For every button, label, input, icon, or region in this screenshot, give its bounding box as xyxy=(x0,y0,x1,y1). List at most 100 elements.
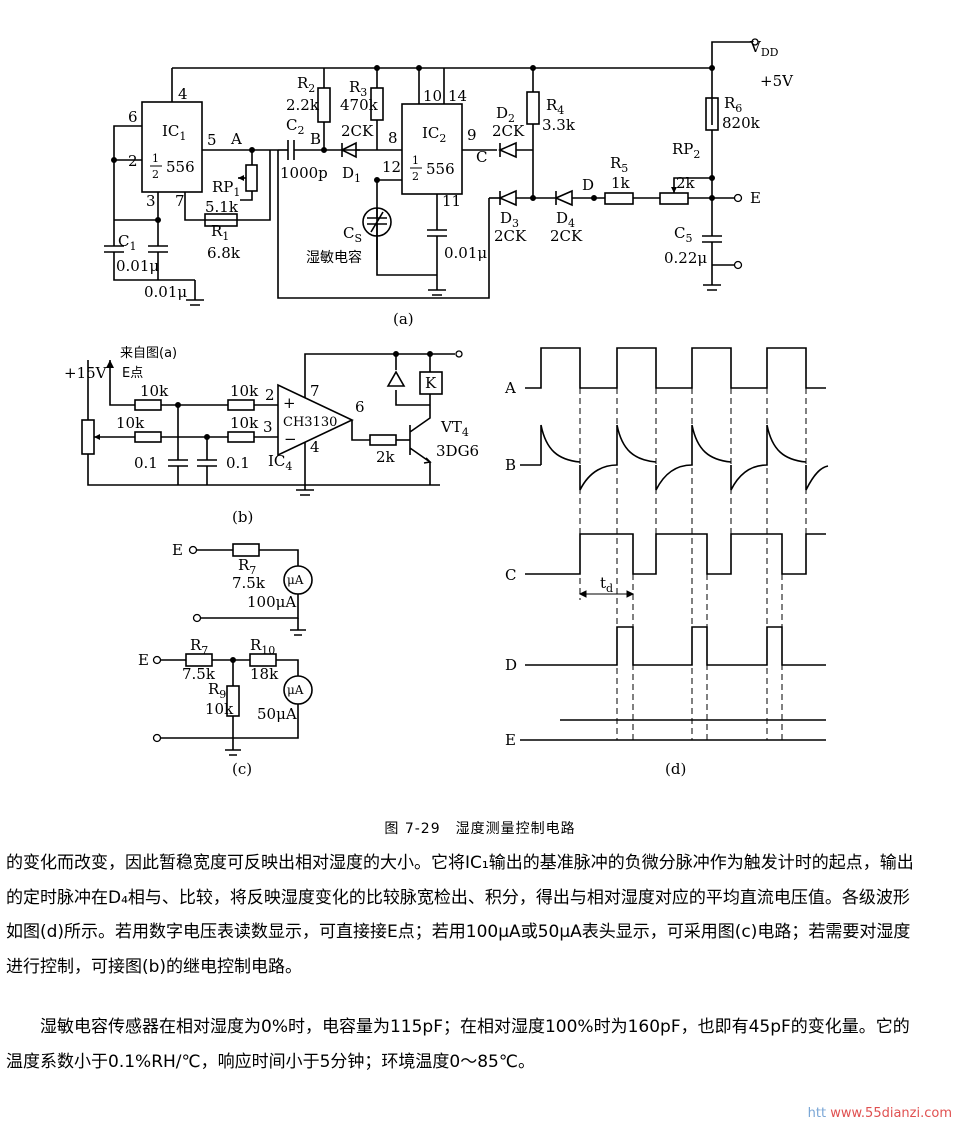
node-c-label: C xyxy=(476,148,487,166)
node-d-label: D xyxy=(582,176,594,194)
wiper-arrow-icon xyxy=(671,187,677,193)
junction-dot xyxy=(530,65,536,71)
junction-dot xyxy=(249,147,255,153)
b-r-value: 10k xyxy=(116,414,145,432)
c2-value: 1000p xyxy=(280,164,328,182)
junction-dot xyxy=(155,217,161,223)
ic2-label: IC2 xyxy=(422,124,446,145)
pin-label: 7 xyxy=(175,192,185,210)
c-e-label: E xyxy=(172,541,183,559)
c2-e-terminal xyxy=(152,655,162,665)
cs-description: 湿敏电容 xyxy=(306,249,362,266)
wave-a-label: A xyxy=(504,379,516,397)
junction-dot xyxy=(111,157,117,163)
junction-dot xyxy=(709,65,715,71)
vdd-label: VDD xyxy=(749,38,779,59)
ic4-label: IC4 xyxy=(268,452,292,473)
half-num: 1 xyxy=(152,152,159,165)
pin-label: 9 xyxy=(467,126,477,144)
b-pin: 2 xyxy=(265,386,275,404)
c5-terminal xyxy=(733,260,743,270)
b-pin: 4 xyxy=(310,438,320,456)
chip-label: 556 xyxy=(166,158,195,176)
pin-label: 3 xyxy=(146,192,156,210)
d4-type: 2CK xyxy=(550,227,583,245)
wave-c-label: C xyxy=(505,566,516,584)
b-source-point: E点 xyxy=(122,366,143,381)
pin-label: 4 xyxy=(178,85,188,103)
junction-dot xyxy=(393,351,399,357)
junction-dot xyxy=(709,175,715,181)
c3-value: 0.01μ xyxy=(444,244,487,262)
watermark: htt www.55dianzi.com xyxy=(807,1106,952,1121)
half-den: 2 xyxy=(412,170,419,183)
r6-value: 820k xyxy=(722,114,761,132)
cs-label: CS xyxy=(343,224,362,245)
pin-label: 8 xyxy=(388,129,398,147)
circuit-figure: VDD +5V IC1 1 2 556 IC2 1 2 556 4 6 2 3 … xyxy=(64,38,829,778)
c5-value: 0.22μ xyxy=(664,249,707,267)
junction-dot xyxy=(530,195,536,201)
rp2-label: RP2 xyxy=(672,140,700,161)
c2-e-label: E xyxy=(138,651,149,669)
microammeter-icon: μA xyxy=(287,683,304,697)
r9-value: 10k xyxy=(205,700,234,718)
body-paragraph-2: 湿敏电容传感器在相对湿度为0%时，电容量为115pF；在相对湿度100%时为16… xyxy=(6,1017,910,1072)
meter2-value: 50μA xyxy=(257,705,297,723)
junction-dot xyxy=(321,147,327,153)
half-den: 2 xyxy=(152,168,159,181)
sub-a-label: (a) xyxy=(393,310,414,328)
r1-label: R1 xyxy=(211,222,229,243)
r7-label: R7 xyxy=(238,556,256,577)
junction-dot xyxy=(427,351,433,357)
vt4-label: VT4 xyxy=(440,418,469,439)
node-a-label: A xyxy=(230,130,242,148)
wave-d-label: D xyxy=(505,656,517,674)
wiper-arrow-icon xyxy=(94,434,100,440)
r2-value: 2.2k xyxy=(286,96,320,114)
d2-label: D2 xyxy=(496,104,515,125)
d1-label: D1 xyxy=(342,164,361,185)
supply-label: +5V xyxy=(760,72,794,90)
node-b-label: B xyxy=(310,130,321,148)
ic1-label: IC1 xyxy=(162,122,186,143)
d4-label: D4 xyxy=(556,209,575,230)
junction-dot xyxy=(374,65,380,71)
e-terminal xyxy=(733,193,743,203)
opamp-minus: − xyxy=(284,430,297,448)
junction-dot xyxy=(591,195,597,201)
r7-value: 7.5k xyxy=(232,574,266,592)
pin-label: 10 xyxy=(423,87,442,105)
d3-type: 2CK xyxy=(494,227,527,245)
r10-value: 18k xyxy=(250,665,279,683)
c1-value: 0.01μ xyxy=(116,257,159,275)
c1b-value: 0.01μ xyxy=(144,283,187,301)
sub-d-label: (d) xyxy=(665,760,686,778)
node-e-label: E xyxy=(750,189,761,207)
c-e-terminal xyxy=(188,545,198,555)
opamp-plus: + xyxy=(283,394,296,412)
opamp-label: CH3130 xyxy=(283,415,337,430)
junction-dot xyxy=(175,402,181,408)
wiper-arrow-icon xyxy=(238,175,244,181)
r1-value: 6.8k xyxy=(207,244,241,262)
body-paragraph-1: 的变化而改变，因此暂稳宽度可反映出相对湿度的大小。它将IC₁输出的基准脉冲的负微… xyxy=(6,853,914,977)
half-num: 1 xyxy=(412,154,419,167)
r4-label: R4 xyxy=(546,96,564,117)
b-pin: 6 xyxy=(355,398,365,416)
td-label: td xyxy=(600,574,613,595)
b-r2k-value: 2k xyxy=(376,448,396,466)
r7b-label: R7 xyxy=(190,636,208,657)
rp1-value: 5.1k xyxy=(205,198,239,216)
d1-type: 2CK xyxy=(341,122,374,140)
relay-label: K xyxy=(425,374,437,392)
c2-gnd-terminal xyxy=(152,733,162,743)
b-cap-value: 0.1 xyxy=(134,454,158,472)
vdd-terminal xyxy=(751,38,759,46)
pin-label: 11 xyxy=(442,192,461,210)
b-vcc-terminal xyxy=(455,350,463,358)
b-cap-value: 0.1 xyxy=(226,454,250,472)
b-pin: 3 xyxy=(263,418,273,436)
junction-dot xyxy=(374,177,380,183)
wave-e-label: E xyxy=(505,731,516,749)
